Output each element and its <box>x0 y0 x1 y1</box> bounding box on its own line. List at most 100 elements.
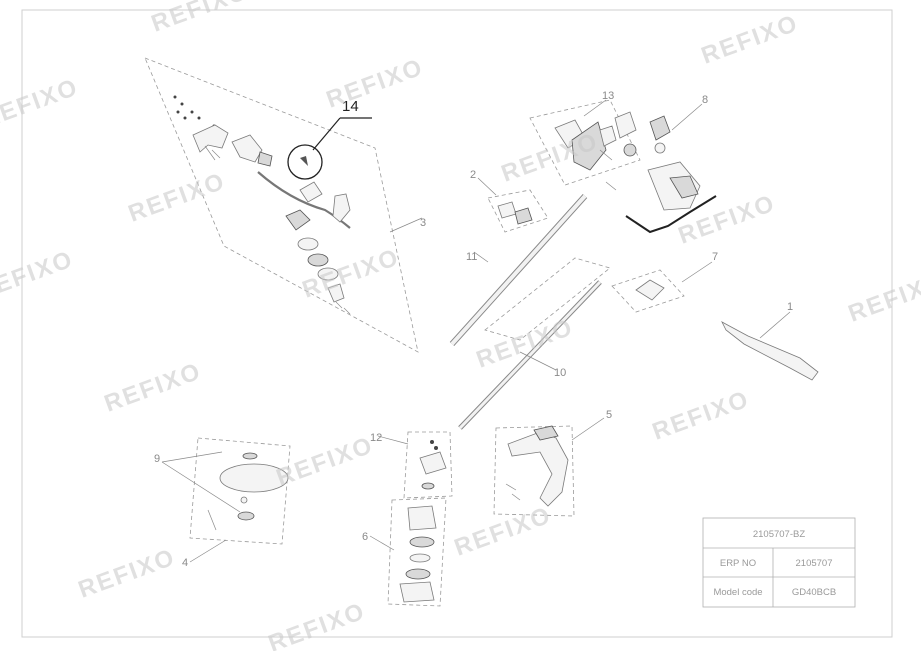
leader-10 <box>519 351 557 371</box>
group-6-boundary <box>387 497 447 607</box>
part-number-9: 9 <box>154 453 160 465</box>
leader-2 <box>477 177 497 196</box>
cutting-blade <box>219 463 289 493</box>
trimmer-head-spool <box>405 568 431 580</box>
leader-9 <box>161 451 241 513</box>
strap-body <box>721 321 819 381</box>
watermark: REFIXO <box>75 544 179 604</box>
watermark: REFIXO <box>265 598 369 651</box>
group-13-boundary <box>529 99 641 186</box>
handle-group-boundary <box>144 57 419 353</box>
callout-leader <box>312 117 341 151</box>
grass-guard <box>507 431 569 507</box>
drawing-frame <box>21 9 893 638</box>
rear-grip-insert <box>669 175 699 199</box>
guard-bracket <box>533 425 559 441</box>
clamp-2a <box>497 201 517 219</box>
trimmer-head-cap <box>399 581 435 603</box>
blade-washer-top <box>242 452 258 460</box>
part-number-6: 6 <box>362 531 368 543</box>
watermark: REFIXO <box>649 386 753 446</box>
switch-cover <box>614 111 637 139</box>
watermark: REFIXO <box>0 246 77 306</box>
leader-6 <box>369 535 395 551</box>
handle-springs <box>204 145 221 161</box>
part-number-8: 8 <box>702 94 708 106</box>
gear-ring-2 <box>409 553 431 563</box>
watermark: REFIXO <box>323 54 427 114</box>
drive-shafts: 11 10 <box>449 193 611 430</box>
leader-12 <box>377 435 409 445</box>
handle-clamp-upper <box>299 181 323 203</box>
clamp-group-2: 2 <box>470 169 549 233</box>
leader-13 <box>583 99 607 117</box>
watermark: REFIXO <box>498 128 602 188</box>
blade-group: 9 4 <box>154 437 291 569</box>
part-number-4: 4 <box>182 557 188 569</box>
watermark: REFIXO <box>101 358 205 418</box>
watermark: REFIXO <box>299 244 403 304</box>
clamp-group-7: 7 <box>611 251 718 313</box>
part-number-5: 5 <box>606 409 612 421</box>
blade-washer-bottom <box>237 511 255 521</box>
leader-5 <box>571 417 605 441</box>
handle-clamp-lower <box>285 209 311 231</box>
blade-nut <box>240 496 248 504</box>
guard-screws <box>505 483 521 501</box>
group-9-boundary <box>189 437 291 545</box>
watermark: REFIXO <box>698 10 802 70</box>
title-block-frame <box>702 517 856 608</box>
watermark: REFIXO <box>0 74 82 134</box>
model-label: Model code <box>713 587 762 598</box>
clamp-2b <box>514 207 533 225</box>
switch-part <box>599 125 617 147</box>
clamp-nut <box>327 283 345 303</box>
handle-half-right <box>231 134 263 163</box>
erp-label: ERP NO <box>720 558 756 569</box>
watermark: REFIXO <box>473 314 577 374</box>
engine-handle-group: 8 13 <box>529 90 717 234</box>
outer-tube-inner <box>450 194 587 346</box>
throttle-cable <box>625 195 717 234</box>
erp-value: 2105707 <box>796 558 833 569</box>
drive-shaft-inner <box>458 280 602 430</box>
group-2-boundary <box>487 189 549 233</box>
leader-4 <box>189 539 227 563</box>
callout-circle <box>287 144 323 180</box>
watermark: REFIXO <box>148 0 252 38</box>
throttle-lever <box>649 115 671 141</box>
trigger-part <box>257 151 273 167</box>
watermark: REFIXO <box>451 502 555 562</box>
clamp-ring-3 <box>317 267 339 281</box>
clamp-7 <box>635 279 665 301</box>
rear-grip <box>647 161 701 211</box>
loop-handle-bar <box>257 171 351 229</box>
part-number-11: 11 <box>466 251 477 263</box>
watermark: REFIXO <box>125 168 229 228</box>
clamp-ring-2 <box>307 253 329 267</box>
leader-8 <box>671 103 703 131</box>
callout-number: 14 <box>342 98 359 115</box>
watermark: REFIXO <box>273 432 377 492</box>
blade-wrench <box>207 509 217 531</box>
leader-1 <box>759 311 791 339</box>
watermark: REFIXO <box>845 268 921 328</box>
guard-group: 5 <box>493 409 612 517</box>
handle-assembly-group: 14 3 <box>144 57 426 353</box>
gear-bearing <box>421 482 435 490</box>
leader-7 <box>681 261 713 283</box>
handle-half-left <box>192 124 229 153</box>
title-block: 2105707-BZ ERP NO 2105707 Model code GD4… <box>702 517 856 608</box>
gear-ring-1 <box>409 536 435 548</box>
gear-housing <box>407 505 437 531</box>
gearbox-group: 12 6 <box>362 431 453 607</box>
title-block-header: 2105707-BZ <box>753 529 805 540</box>
part-number-13: 13 <box>602 90 614 102</box>
leader-3 <box>389 217 423 233</box>
group-12-boundary <box>403 431 453 499</box>
part-number-2: 2 <box>470 169 476 181</box>
housing-half-b <box>571 121 607 171</box>
small-pins <box>599 149 617 191</box>
